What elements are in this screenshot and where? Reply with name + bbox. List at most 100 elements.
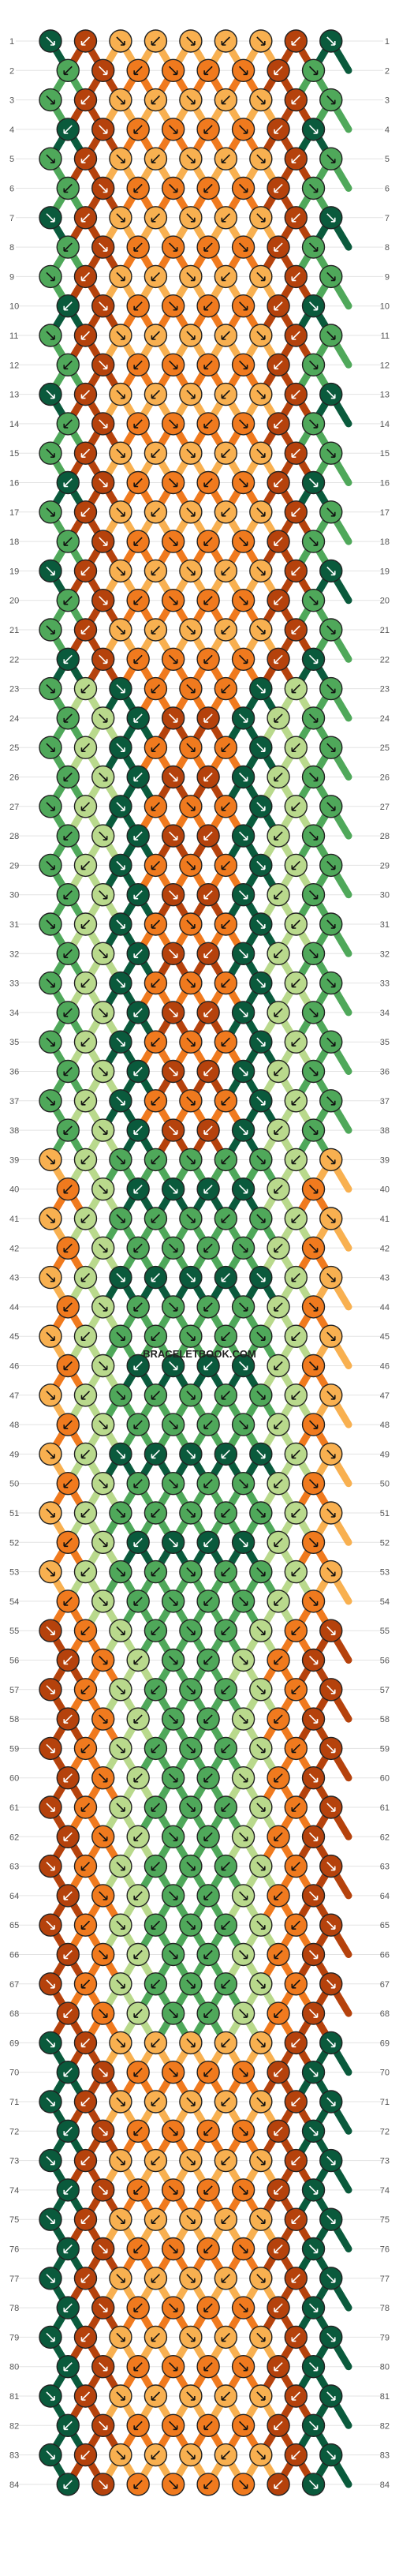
knot-arrow-icon (116, 1979, 125, 1989)
knot-arrow-icon (221, 860, 230, 871)
knot-arrow-icon (169, 2009, 178, 2018)
knot-arrow-icon (326, 2097, 336, 2106)
knot-arrow-icon (291, 2451, 300, 2460)
knot-arrow-icon (308, 2126, 319, 2136)
knot-arrow-icon (80, 2215, 91, 2224)
row-number: 71 (9, 2098, 19, 2107)
knot-arrow-icon (256, 154, 266, 163)
knot-arrow-icon (326, 919, 336, 929)
knot-arrow-icon (274, 477, 283, 488)
knot-arrow-icon (99, 2009, 108, 2018)
knot-arrow-icon (99, 242, 108, 252)
knot-arrow-icon (99, 301, 108, 311)
knot-arrow-icon (203, 1773, 213, 1783)
row-number: 34 (9, 1009, 19, 1018)
knot-arrow-icon (80, 684, 91, 694)
knot-arrow-icon (221, 2156, 230, 2166)
knot-arrow-icon (256, 95, 266, 105)
knot-arrow-icon (326, 2215, 336, 2224)
row-number: 27 (9, 803, 19, 812)
knot-arrow-icon (326, 1685, 336, 1694)
row-number: 46 (380, 1362, 390, 1372)
knot-arrow-icon (46, 1331, 55, 1341)
knot-arrow-icon (151, 1626, 160, 1635)
knot-arrow-icon (256, 1449, 266, 1459)
row-number: 48 (380, 1421, 390, 1430)
knot-arrow-icon (326, 507, 336, 517)
knot-arrow-icon (99, 419, 108, 429)
knot-arrow-icon (221, 1273, 230, 1282)
row-number: 43 (380, 1274, 390, 1283)
knot-arrow-icon (239, 1420, 248, 1429)
row-number: 79 (380, 2333, 390, 2342)
knot-arrow-icon (186, 979, 196, 988)
knot-arrow-icon (239, 2068, 248, 2077)
knot-arrow-icon (186, 2274, 196, 2283)
knot-arrow-icon (239, 890, 248, 900)
knot-arrow-icon (46, 213, 55, 223)
knot-arrow-icon (256, 507, 266, 517)
knot-arrow-icon (99, 1773, 108, 1783)
knot-arrow-icon (274, 1125, 283, 1135)
knot-arrow-icon (239, 419, 248, 429)
knot-arrow-icon (326, 1391, 336, 1400)
knot-arrow-icon (169, 654, 178, 665)
knot-arrow-icon (221, 2038, 230, 2048)
knot-arrow-icon (274, 1302, 283, 1312)
knot-arrow-icon (239, 2421, 248, 2431)
knot-arrow-icon (169, 1832, 178, 1842)
row-number: 83 (380, 2451, 390, 2461)
knot-arrow-icon (99, 1185, 108, 1194)
knot-arrow-icon (151, 154, 160, 163)
knot-arrow-icon (46, 743, 55, 752)
row-number: 65 (380, 1921, 390, 1930)
knot-arrow-icon (63, 1832, 73, 1842)
knot-arrow-icon (203, 1302, 213, 1312)
knot-arrow-icon (239, 2362, 248, 2372)
row-number: 1 (385, 37, 390, 47)
row-number: 22 (9, 655, 19, 665)
knot-arrow-icon (116, 271, 125, 282)
knot-arrow-icon (99, 125, 108, 134)
knot-arrow-icon (239, 1773, 248, 1783)
knot-arrow-icon (291, 802, 300, 811)
knot-arrow-icon (169, 1243, 178, 1253)
knot-arrow-icon (169, 831, 178, 841)
knot-arrow-icon (274, 1537, 283, 1548)
row-number: 3 (385, 96, 390, 106)
knot-arrow-icon (256, 213, 266, 223)
knot-arrow-icon (203, 2009, 213, 2018)
knot-arrow-icon (169, 1125, 178, 1135)
knot-arrow-icon (221, 1037, 230, 1046)
knot-arrow-icon (291, 2274, 300, 2283)
knot-arrow-icon (46, 1273, 55, 1282)
row-number: 71 (380, 2098, 390, 2107)
knot-arrow-icon (116, 919, 125, 929)
knot-arrow-icon (46, 448, 55, 458)
knot-arrow-icon (308, 713, 319, 723)
row-number: 44 (380, 1303, 390, 1312)
knot-arrow-icon (46, 1037, 55, 1046)
knot-arrow-icon (239, 1243, 248, 1253)
row-number: 81 (9, 2392, 19, 2402)
knot-arrow-icon (80, 271, 91, 282)
knot-arrow-icon (133, 1832, 143, 1842)
knot-arrow-icon (256, 1862, 266, 1871)
knot-arrow-icon (169, 1361, 178, 1371)
knot-arrow-icon (133, 1243, 143, 1253)
row-number: 39 (380, 1155, 390, 1165)
knot-arrow-icon (291, 1685, 300, 1694)
knot-arrow-icon (221, 625, 230, 635)
knot-arrow-icon (99, 772, 108, 782)
knot-arrow-icon (80, 1214, 91, 1223)
knot-arrow-icon (99, 2303, 108, 2312)
row-number: 52 (380, 1538, 390, 1548)
knot-arrow-icon (80, 2097, 91, 2106)
knot-arrow-icon (169, 125, 178, 134)
row-number: 2 (385, 66, 390, 76)
row-number: 42 (380, 1244, 390, 1253)
knot-arrow-icon (46, 860, 55, 871)
knot-arrow-icon (291, 1920, 300, 1930)
knot-arrow-icon (151, 1567, 160, 1577)
knot-arrow-icon (186, 684, 196, 694)
